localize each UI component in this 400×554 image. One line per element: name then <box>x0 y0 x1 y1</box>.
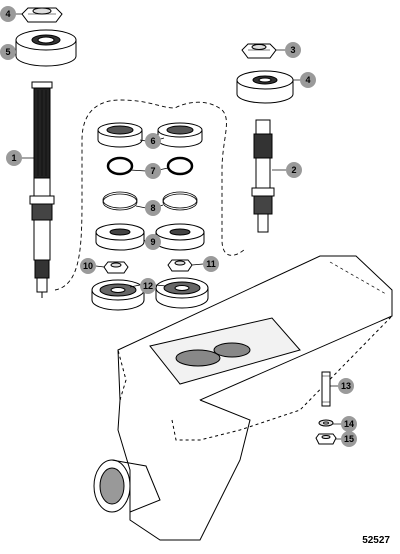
callout-11: 11 <box>203 256 219 272</box>
callout-13: 13 <box>338 378 354 394</box>
part-8-shims <box>102 191 198 211</box>
assembly-group-outline <box>54 99 247 291</box>
part-5-bearing <box>15 29 77 67</box>
callout-15: 15 <box>341 431 357 447</box>
callout-9: 9 <box>145 234 161 250</box>
part-4-bearing-right <box>236 70 294 104</box>
callout-1: 1 <box>6 150 22 166</box>
callout-7: 7 <box>145 163 161 179</box>
part-11-nut <box>167 259 193 272</box>
part-14-washer <box>318 419 334 427</box>
part-7-rings <box>106 156 194 176</box>
part-10-nut <box>103 261 129 274</box>
part-3-nut-right <box>241 43 277 59</box>
part-9-bearings <box>95 223 205 251</box>
callout-14: 14 <box>341 416 357 432</box>
part-15-nut <box>315 433 337 445</box>
callout-4-right: 4 <box>300 72 316 88</box>
callout-10: 10 <box>80 258 96 274</box>
part-4-nut-left <box>21 7 63 23</box>
callout-6: 6 <box>145 133 161 149</box>
part-2-shaft <box>251 119 275 233</box>
part-6-tapered-bearings <box>97 122 203 148</box>
callout-4-top: 4 <box>0 6 16 22</box>
part-13-stud <box>321 371 331 407</box>
part-1-driveshaft <box>29 81 55 298</box>
gear-housing <box>93 255 393 541</box>
reference-number: 52527 <box>362 535 390 546</box>
part-12-gears <box>91 277 209 311</box>
callout-3: 3 <box>285 42 301 58</box>
callout-12: 12 <box>140 278 156 294</box>
callout-5: 5 <box>0 44 16 60</box>
callout-8: 8 <box>145 200 161 216</box>
callout-2: 2 <box>286 162 302 178</box>
